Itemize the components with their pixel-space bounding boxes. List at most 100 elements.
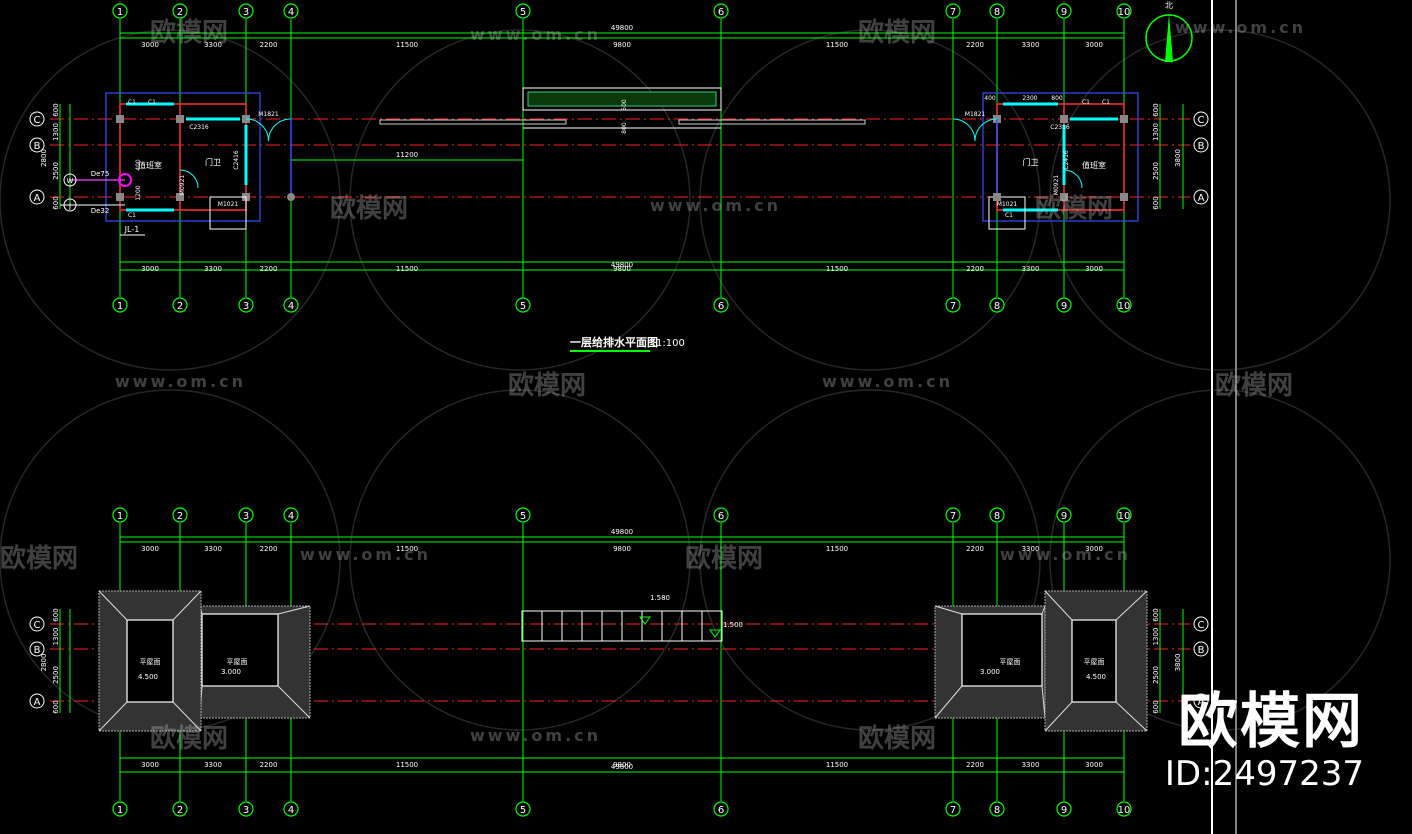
window-label: C2316 <box>189 124 209 131</box>
sliding-gate-rail <box>379 119 567 125</box>
span-dimension: 3300 <box>1022 545 1040 553</box>
axis-label: 7 <box>950 511 956 522</box>
brand-id: ID:2497237 <box>1164 754 1364 794</box>
axis-label: 6 <box>718 301 724 312</box>
axis-label: 8 <box>994 511 1000 522</box>
roof-ridge <box>1041 605 1046 615</box>
vertical-dim-text: 600 <box>1152 196 1160 209</box>
row-axis-bubble <box>1193 693 1209 709</box>
elevation-label: 4.500 <box>138 673 158 681</box>
vertical-dim-text: 600 <box>52 196 60 209</box>
axis-label: 2 <box>177 805 183 816</box>
vertical-dim-text: 3800 <box>1174 149 1182 167</box>
axis-bubble <box>713 801 729 817</box>
total-dimension: 49800 <box>611 261 633 269</box>
axis-label: 6 <box>718 7 724 18</box>
row-axis-bubble <box>29 641 45 657</box>
span-dimension: 9800 <box>613 41 631 49</box>
north-compass: 北 <box>1145 1 1193 62</box>
axis-bubble <box>515 3 531 19</box>
window-label: C2416 <box>233 150 240 170</box>
axis-bubble <box>515 297 531 313</box>
plan-scale: 1:100 <box>656 338 685 349</box>
axis-label: 10 <box>1118 7 1131 18</box>
axis-label: 6 <box>718 511 724 522</box>
canopy-hatch <box>527 91 717 107</box>
roof-opening <box>1071 619 1117 703</box>
building-outline <box>982 92 1139 222</box>
roof-ridge <box>277 685 311 719</box>
row-axis-label: C <box>34 115 41 126</box>
span-dimension: 2200 <box>260 545 278 553</box>
column <box>176 193 184 201</box>
row-axis-bubble <box>1193 641 1209 657</box>
span-dimension: 2200 <box>260 41 278 49</box>
axis-label: 9 <box>1061 511 1067 522</box>
span-dimension: 2200 <box>260 761 278 769</box>
axis-label: 9 <box>1061 7 1067 18</box>
axis-bubble <box>713 3 729 19</box>
row-axis-bubble <box>29 111 45 127</box>
span-dimension: 3000 <box>141 265 159 273</box>
axis-label: 7 <box>950 7 956 18</box>
span-dimension: 9800 <box>613 265 631 273</box>
axis-label: 2 <box>177 7 183 18</box>
span-dimension: 3000 <box>141 761 159 769</box>
window-label: C1 <box>1082 99 1090 106</box>
gate-swing <box>974 118 998 142</box>
axis-bubble <box>945 297 961 313</box>
axis-bubble <box>1116 507 1132 523</box>
axis-bubble <box>172 801 188 817</box>
span-dimension: 3000 <box>1085 761 1103 769</box>
roof-label: 平屋面 <box>1084 658 1105 666</box>
row-axis-bubble <box>1193 137 1209 153</box>
column <box>116 193 124 201</box>
row-axis-label: C <box>1198 115 1205 126</box>
roof-label: 平屋面 <box>1000 658 1021 666</box>
dimension-text: 400 <box>135 159 142 171</box>
pipe-marker-label: J <box>68 202 71 210</box>
pipe-marker <box>63 198 77 212</box>
door-swing <box>179 169 199 189</box>
axis-bubble <box>1116 801 1132 817</box>
gate-column <box>993 193 1001 201</box>
row-axis-label: B <box>34 645 41 656</box>
axis-bubble <box>515 801 531 817</box>
door-label: M1021 <box>997 201 1018 208</box>
axis-bubble <box>238 3 254 19</box>
total-dimension: 49800 <box>611 528 633 536</box>
axis-label: 4 <box>288 301 294 312</box>
vertical-dim-text: 1300 <box>1152 628 1160 646</box>
elevation-marker <box>639 616 651 625</box>
axis-bubble <box>515 507 531 523</box>
row-axis-label: B <box>1198 645 1205 656</box>
row-axis-label: B <box>34 141 41 152</box>
row-axis-bubble <box>1193 111 1209 127</box>
toilet-room <box>209 196 247 230</box>
door-label: M1021 <box>218 201 239 208</box>
total-dimension: 49800 <box>611 24 633 32</box>
elevation-label: 3.000 <box>221 668 241 676</box>
vertical-dim-text: 600 <box>1152 608 1160 621</box>
elevation-label: 4.500 <box>1086 673 1106 681</box>
row-axis-label: A <box>34 193 41 204</box>
drawing-title: 一层给排水平面图 1:100 <box>570 335 685 352</box>
roof-ridge <box>98 590 128 621</box>
vertical-dim-text: 2500 <box>1152 162 1160 180</box>
axis-label: 8 <box>994 301 1000 312</box>
column <box>1120 115 1128 123</box>
window-label: C1 <box>1102 99 1110 106</box>
row-axis-bubble <box>29 616 45 632</box>
axis-bubble <box>989 3 1005 19</box>
span-dimension: 3300 <box>1022 761 1040 769</box>
roof-ridge <box>934 605 963 615</box>
axis-bubble <box>945 801 961 817</box>
watermark-arcs <box>0 29 1391 731</box>
north-label: 北 <box>1165 1 1173 10</box>
column <box>116 115 124 123</box>
vertical-dim-text: 1300 <box>52 123 60 141</box>
brand-watermark: 欧模网 ID:2497237 <box>1164 690 1364 794</box>
roof-ridge <box>1044 701 1073 732</box>
